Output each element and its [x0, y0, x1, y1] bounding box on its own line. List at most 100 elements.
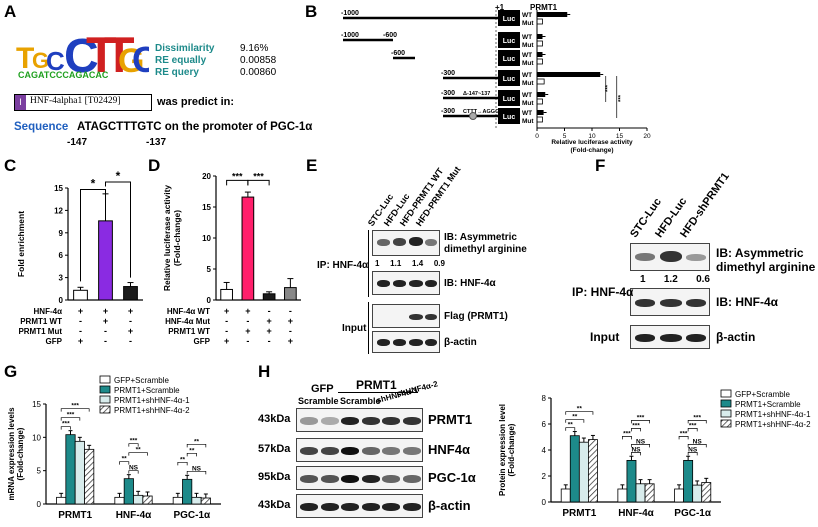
- y-tick-label: 0: [207, 296, 212, 305]
- sig-label: ***: [623, 430, 631, 437]
- bar: [200, 497, 211, 505]
- y-tick-label: 5: [37, 467, 42, 476]
- x-axis-label: Relative luciferase activity: [551, 139, 633, 146]
- design-symbol: -: [225, 326, 228, 336]
- ib-label: Flag (PRMT1): [444, 311, 508, 322]
- quant-value: 1.4: [412, 259, 424, 268]
- group-prmt1-label: PRMT1: [356, 378, 397, 392]
- predict-text: was predict in:: [157, 96, 235, 108]
- bar-mut: [536, 116, 543, 123]
- blot-band: [425, 314, 437, 320]
- legend-swatch: [99, 395, 111, 404]
- bar: [123, 286, 138, 301]
- quant-value: 0.6: [696, 274, 710, 285]
- bar-wt: [537, 12, 568, 17]
- design-symbol: -: [79, 326, 82, 336]
- bar: [182, 478, 193, 505]
- x-category-label: PGC-1α: [173, 510, 211, 521]
- lane-label: Scramble: [340, 396, 381, 406]
- protein-label: PGC-1α: [428, 470, 476, 485]
- sig-bracket: [631, 420, 650, 424]
- design-symbol: -: [289, 326, 292, 336]
- sig-label: ***: [130, 438, 138, 445]
- y-tick-label: 10: [202, 234, 211, 243]
- sig-bracket: [565, 419, 585, 423]
- stat-label: Dissimilarity: [155, 43, 215, 54]
- bar: [644, 483, 655, 503]
- input-label: Input: [342, 323, 367, 334]
- bar-wt: [537, 34, 543, 39]
- bar: [74, 440, 85, 505]
- y-tick-label: 6: [542, 420, 547, 429]
- sig-bracket: [687, 428, 698, 432]
- ib-label: IB: Asymmetric dimethyl arginine: [444, 232, 527, 255]
- design-symbol: -: [268, 306, 271, 316]
- wt-label: WT: [522, 12, 532, 19]
- bar: [142, 495, 153, 505]
- sig-bracket: [186, 443, 207, 448]
- design-symbol: +: [266, 326, 271, 336]
- blot-band: [361, 417, 380, 425]
- blot-band: [320, 447, 339, 455]
- blot-band: [686, 334, 706, 342]
- legend-label: GFP+Scramble: [735, 390, 790, 399]
- quant-value: 1.2: [663, 274, 678, 285]
- blot-band: [425, 280, 437, 287]
- bar: [626, 460, 637, 503]
- construct-start-label: -300: [441, 90, 455, 97]
- x-tick-label: 10: [588, 133, 596, 140]
- design-symbol: +: [128, 306, 133, 316]
- luc-label: Luc: [503, 56, 516, 63]
- bar: [692, 484, 703, 503]
- construct-start-label: -600: [391, 50, 405, 57]
- sig-label: ***: [618, 94, 624, 102]
- panel-label-c: C: [4, 156, 17, 175]
- bar: [617, 488, 628, 503]
- sig-label: ***: [632, 422, 640, 429]
- blot-band: [320, 503, 339, 511]
- bar-mut: [536, 58, 543, 65]
- design-symbol: +: [103, 316, 108, 326]
- blot-band: [341, 417, 359, 425]
- design-symbol: +: [128, 326, 133, 336]
- blot-band: [393, 339, 406, 346]
- design-row-label: PRMT1 Mut: [18, 327, 62, 336]
- sig-bracket: [128, 452, 148, 456]
- design-symbol: -: [246, 336, 249, 346]
- bar-wt: [537, 52, 543, 57]
- sig-bracket: [186, 452, 197, 457]
- y-tick-label: 9: [59, 229, 64, 238]
- blot-band: [300, 447, 318, 455]
- luc-box: [498, 10, 520, 26]
- sig-bracket: [177, 461, 188, 466]
- y-tick-label: 4: [542, 446, 547, 455]
- mut-label: Mut: [522, 60, 534, 67]
- x-category-label: HNF-4α: [618, 508, 654, 519]
- blot-actin-f: [630, 325, 710, 349]
- blot-adma-f: [630, 243, 710, 271]
- blot-band: [660, 334, 682, 342]
- sig-label: **: [194, 438, 200, 445]
- blot-band: [635, 334, 655, 342]
- design-row-label: HNF-4α WT: [167, 307, 210, 316]
- ib-label: β-actin: [444, 337, 477, 348]
- blot-band: [382, 475, 400, 483]
- blot-band: [660, 299, 682, 307]
- blot-band: [409, 237, 423, 246]
- luc-box: [498, 90, 520, 106]
- sig-bracket: [60, 408, 90, 412]
- bar: [133, 494, 144, 505]
- stat-label: RE equally: [155, 55, 207, 66]
- x-tick-label: 0: [535, 133, 539, 140]
- bar: [241, 196, 255, 301]
- sig-label: ***: [689, 422, 697, 429]
- blot-band: [402, 417, 421, 425]
- sequence-logo: T G C C T T G C CAGATCCCAGACAC: [16, 27, 149, 80]
- design-symbol: -: [79, 316, 82, 326]
- luc-box: [498, 32, 520, 48]
- y-tick-label: 0: [37, 500, 42, 509]
- mut-label: Mut: [522, 20, 534, 27]
- input-bracket: [368, 302, 369, 354]
